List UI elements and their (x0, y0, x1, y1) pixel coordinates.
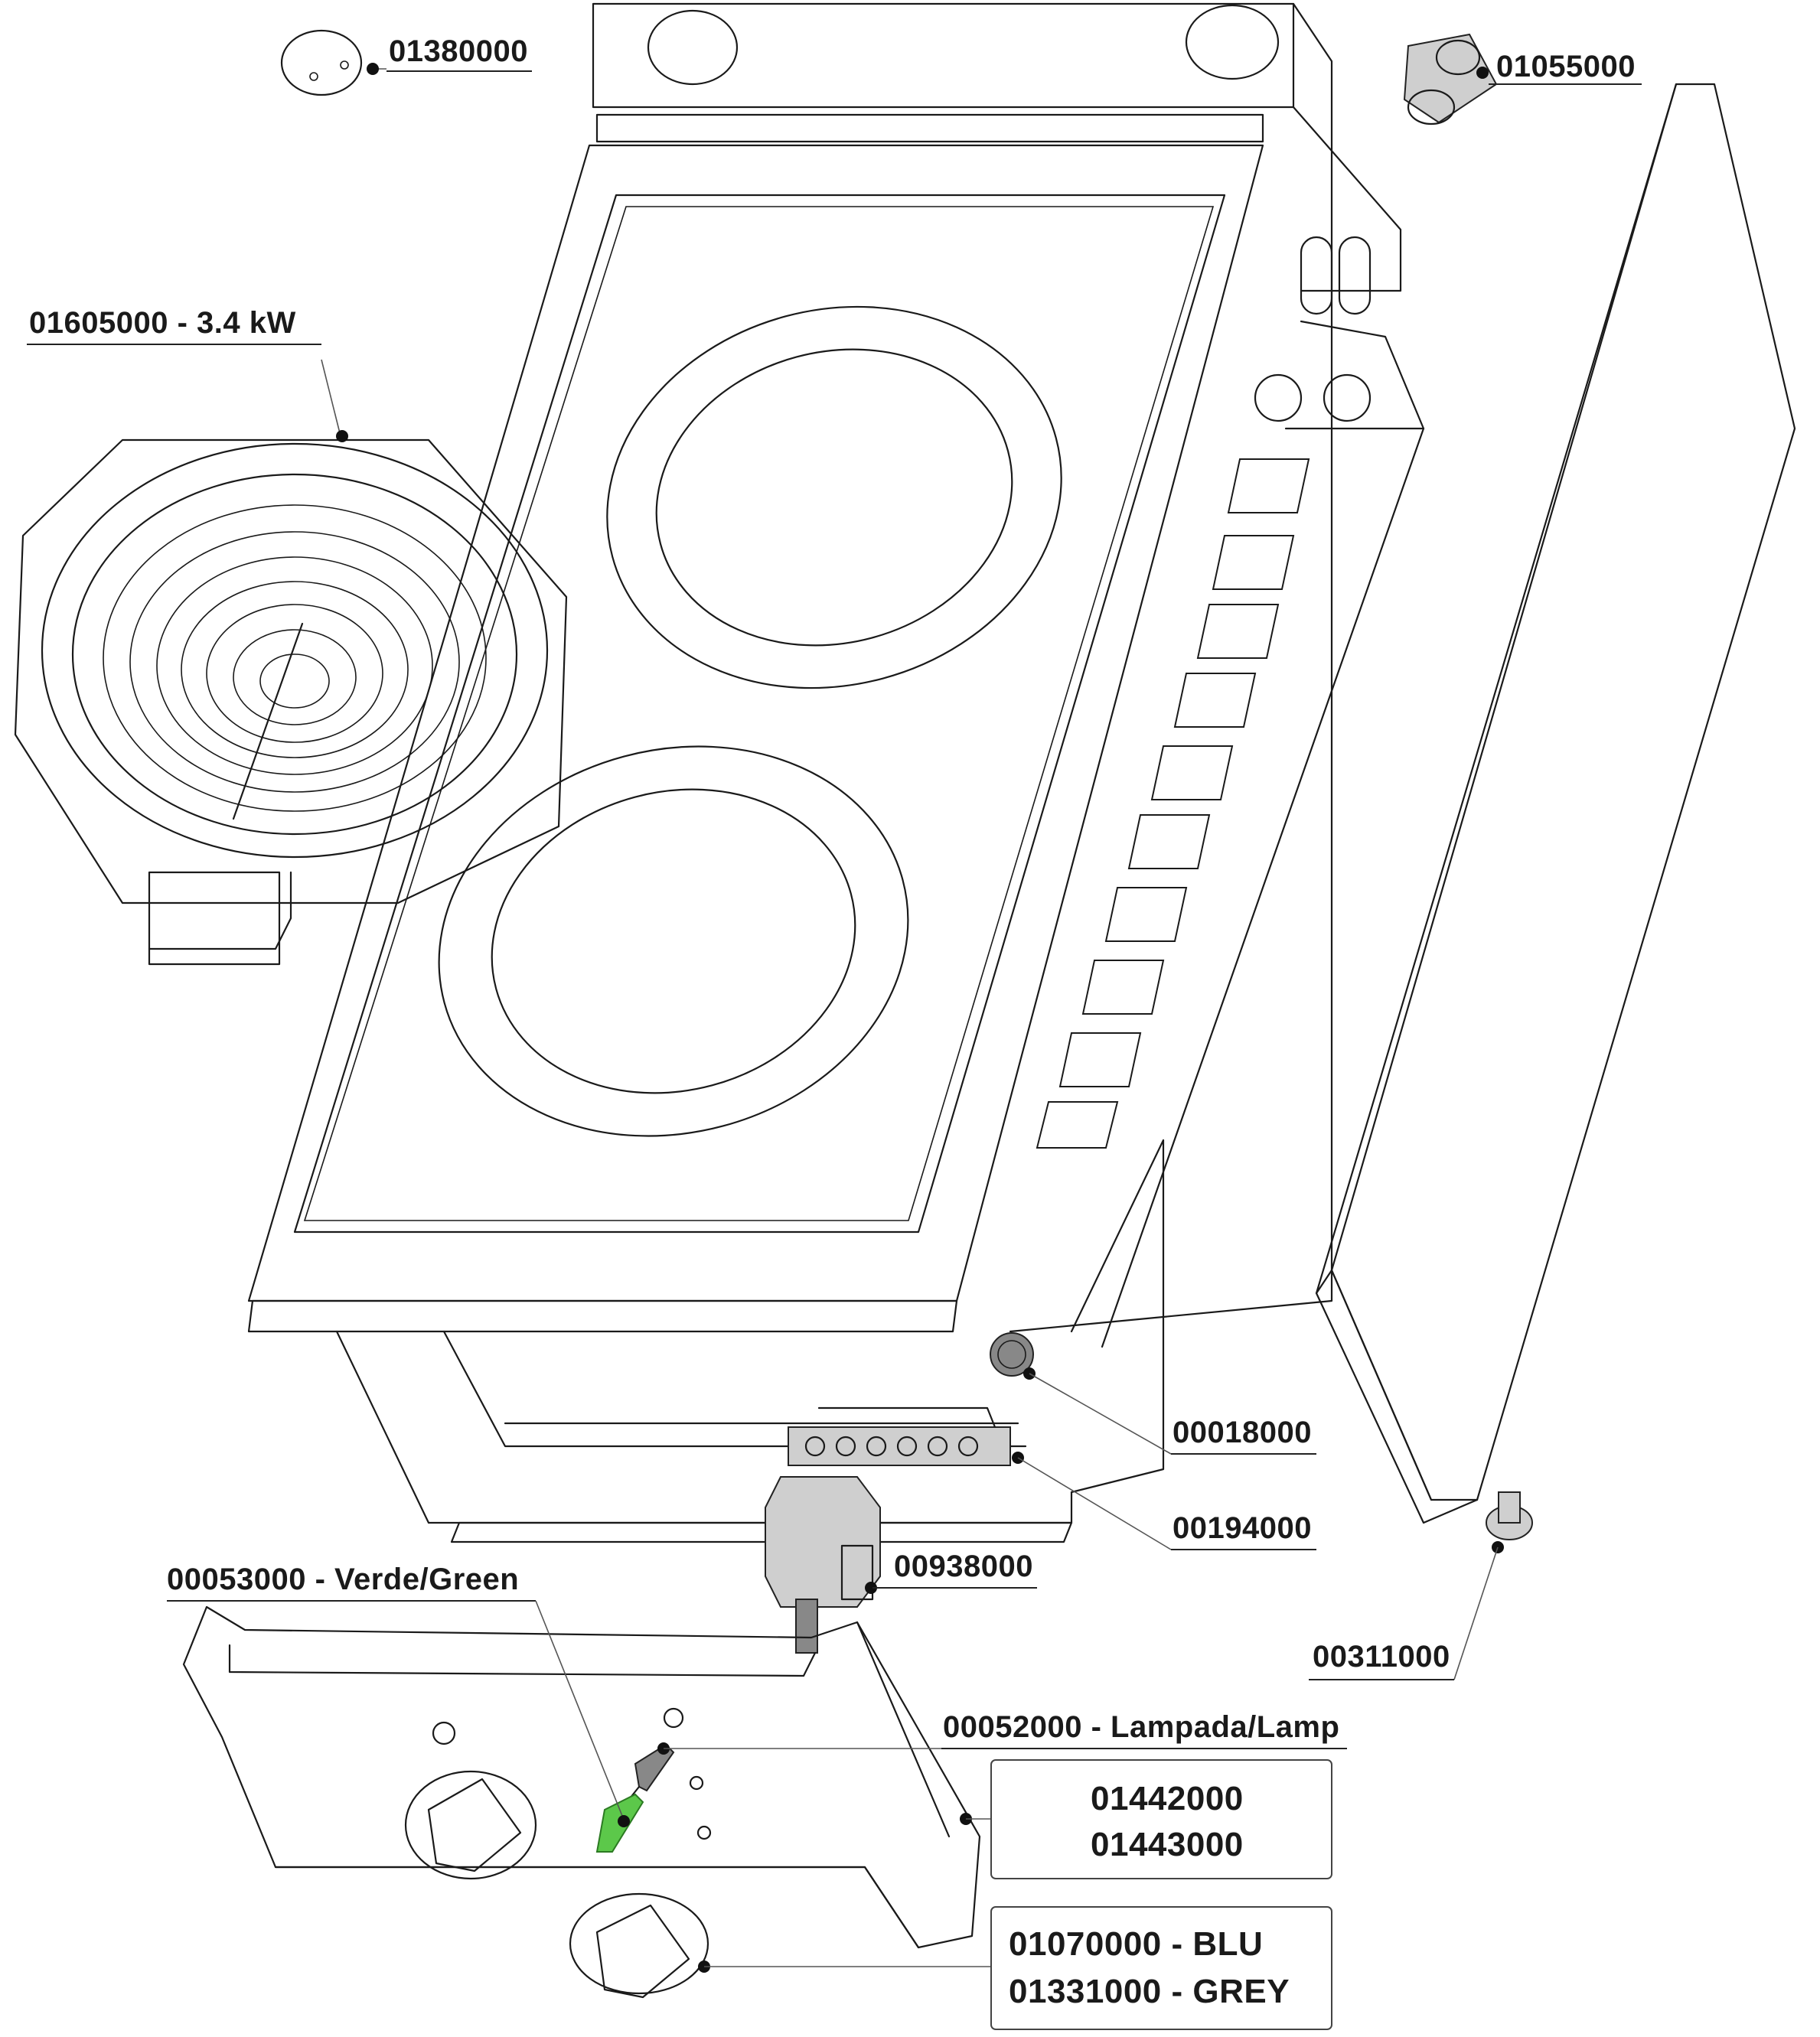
hob-top-plate (247, 2, 1295, 1333)
hob-burner-rear (606, 305, 1062, 689)
base-frame (335, 1139, 1165, 1543)
label-01442000: 01442000 (1091, 1780, 1244, 1817)
chassis-side-frame (1009, 2, 1425, 1348)
foot-00311000 (1486, 1491, 1533, 1540)
cable-gland-01055000 (1403, 33, 1498, 125)
label-00018000: 00018000 (1173, 1416, 1312, 1449)
label-01380000: 01380000 (389, 34, 528, 68)
heating-element (14, 438, 568, 966)
label-box-01442000 (990, 1759, 1332, 1879)
terminal-block-00194000 (788, 1406, 1011, 1466)
blanking-cap-01380000 (280, 29, 363, 96)
indicator-lamp-00018000 (990, 1332, 1034, 1377)
label-01331000: 01331000 - GREY (1009, 1973, 1290, 2010)
leader-lines (27, 63, 1642, 1973)
label-01605000: 01605000 - 3.4 kW (29, 306, 296, 340)
label-00311000: 00311000 (1313, 1640, 1450, 1674)
control-knob-upper (404, 1770, 537, 1880)
label-00052000: 00052000 - Lampada/Lamp (943, 1710, 1339, 1744)
front-control-panel (182, 1605, 981, 1949)
side-panel (1315, 83, 1796, 1524)
hob-burner-front (438, 745, 909, 1137)
label-00053000: 00053000 - Verde/Green (167, 1563, 519, 1596)
label-01443000: 01443000 (1091, 1826, 1244, 1863)
label-00938000: 00938000 (894, 1550, 1033, 1583)
label-01055000: 01055000 (1496, 50, 1636, 83)
label-00194000: 00194000 (1173, 1511, 1312, 1545)
control-knob-lower (569, 1892, 709, 1999)
label-01070000: 01070000 - BLU (1009, 1925, 1263, 1963)
chassis-slot-windows (1036, 458, 1310, 1149)
label-box-01070000 (990, 1906, 1332, 2030)
energy-regulator-00938000 (765, 1476, 881, 1654)
